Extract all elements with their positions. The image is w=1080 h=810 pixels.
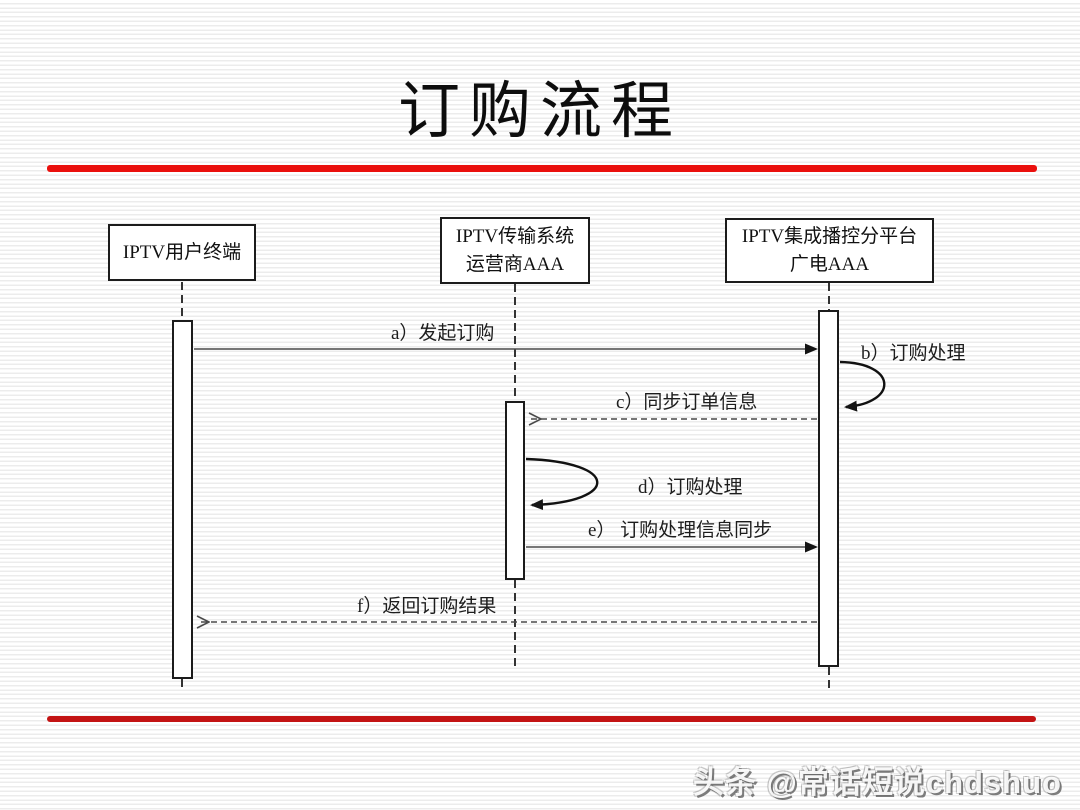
actor-label: IPTV用户终端 [122, 241, 242, 263]
bottom-red-rule [47, 716, 1036, 722]
watermark: 头条 @常话短说chdshuo [692, 765, 1062, 800]
actor-box-terminal: IPTV用户终端 [108, 224, 256, 281]
actor-label-line1: IPTV传输系统 [455, 225, 575, 247]
message-b-label: b）订购处理 [861, 343, 966, 364]
actor-box-operator: IPTV传输系统 运营商AAA [440, 217, 590, 284]
actor-label-line2: 广电AAA [789, 253, 870, 275]
message-b-self-loop [839, 360, 886, 412]
message-c-label: c）同步订单信息 [616, 392, 758, 413]
top-red-rule [47, 165, 1037, 172]
actor-label-line2: 运营商AAA [465, 253, 565, 275]
actor-label-line1: IPTV集成播控分平台 [741, 225, 918, 247]
activation-bar-terminal [172, 320, 193, 679]
message-d-self-loop [525, 457, 599, 511]
message-f-label: f）返回订购结果 [357, 596, 497, 617]
message-d-label: d）订购处理 [638, 477, 743, 498]
activation-bar-operator [505, 401, 525, 580]
activation-bar-platform [818, 310, 839, 667]
message-a-label: a）发起订购 [391, 323, 495, 344]
actor-box-platform: IPTV集成播控分平台 广电AAA [725, 218, 934, 283]
message-e-label: e） 订购处理信息同步 [588, 520, 773, 541]
slide-title: 订购流程 [397, 78, 682, 146]
